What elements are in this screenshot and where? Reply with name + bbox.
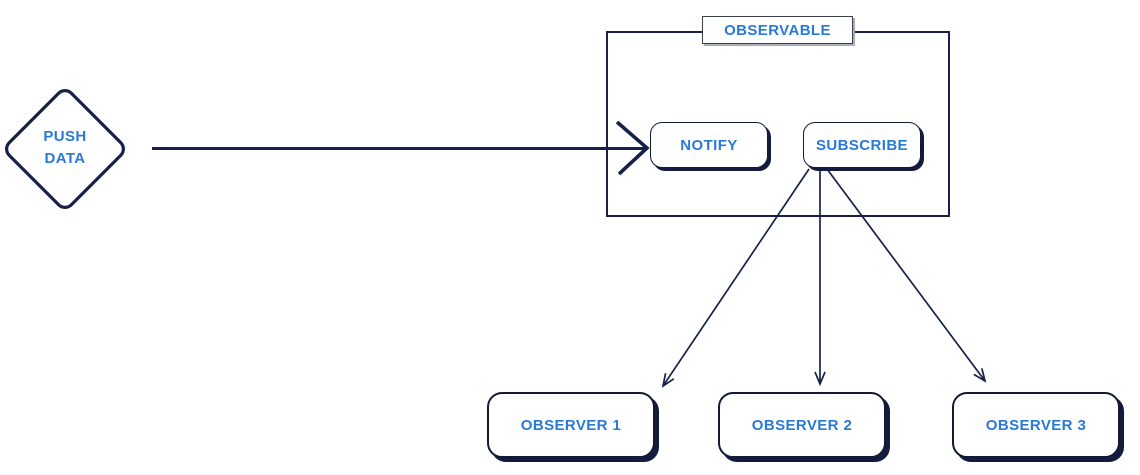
subscribe-arrow-observer1	[663, 168, 810, 386]
observer-1-label: OBSERVER 1	[520, 416, 622, 434]
notify-label: NOTIFY	[680, 136, 738, 154]
subscribe-arrow-observer3	[826, 168, 985, 381]
observer-1-node: OBSERVER 1	[487, 392, 655, 458]
observable-title: OBSERVABLE	[724, 21, 831, 39]
observable-title-tag: OBSERVABLE	[702, 16, 853, 44]
observer-3-label: OBSERVER 3	[985, 416, 1087, 434]
observer-2-label: OBSERVER 2	[751, 416, 853, 434]
observer-3-node: OBSERVER 3	[952, 392, 1120, 458]
push-arrow	[152, 120, 650, 176]
push-data-label-line1: PUSH	[43, 128, 87, 145]
push-data-label-line2: DATA	[44, 150, 86, 167]
push-data-diamond-shape	[5, 89, 125, 209]
subscribe-node: SUBSCRIBE	[803, 122, 921, 168]
notify-node: NOTIFY	[650, 122, 768, 168]
observer-2-node: OBSERVER 2	[718, 392, 886, 458]
subscribe-label: SUBSCRIBE	[816, 136, 908, 154]
push-data-node: PUSH DATA	[15, 126, 115, 170]
